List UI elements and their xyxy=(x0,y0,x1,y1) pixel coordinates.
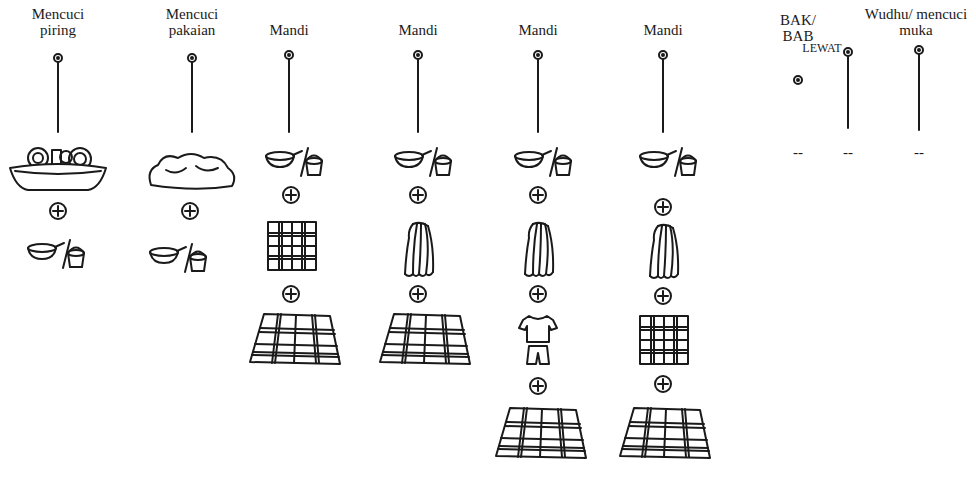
column-label: Wudhu/ mencuci muka xyxy=(864,6,968,38)
column-label: Mencuci piring xyxy=(20,6,96,38)
scoop-bucket-icon xyxy=(515,148,571,176)
dish-basin xyxy=(10,148,106,190)
mat-icon xyxy=(496,408,586,458)
scoop-bucket-icon xyxy=(28,240,84,268)
plus-symbol xyxy=(530,286,546,302)
clothing-icon xyxy=(519,316,557,364)
plus-symbol xyxy=(283,286,299,302)
plus-symbol xyxy=(410,286,426,302)
plus-symbol xyxy=(655,376,671,392)
towel-icon xyxy=(640,316,688,364)
plus-symbol xyxy=(182,203,198,219)
column-label: BAK/ BAB xyxy=(776,12,820,44)
mat-icon xyxy=(620,408,710,458)
scoop-bucket-icon xyxy=(266,148,322,176)
plus-symbol xyxy=(530,378,546,394)
scoop-bucket-icon xyxy=(150,244,206,272)
plus-symbol xyxy=(655,199,671,215)
towel-icon xyxy=(268,222,316,270)
plus-symbol xyxy=(530,187,546,203)
column-label: Mandi xyxy=(508,22,568,38)
hair-icon xyxy=(405,223,433,276)
mat-icon xyxy=(250,314,340,364)
scoop-bucket-icon xyxy=(640,148,696,176)
clothes-pile xyxy=(150,154,235,189)
empty-marker-text: -- xyxy=(833,144,863,160)
plus-symbol xyxy=(50,203,66,219)
column-label: LEWAT xyxy=(799,40,845,56)
plus-symbol xyxy=(410,187,426,203)
scoop-bucket-icon xyxy=(395,148,451,176)
marker-stems xyxy=(54,46,923,132)
mat-icon xyxy=(380,314,470,364)
hair-icon xyxy=(525,223,553,276)
column-label: Mandi xyxy=(259,22,319,38)
hair-icon xyxy=(650,225,678,278)
column-label: Mandi xyxy=(633,22,693,38)
empty-marker-text: -- xyxy=(783,144,813,160)
column-label: Mencuci pakaian xyxy=(152,6,232,38)
plus-symbol xyxy=(283,187,299,203)
empty-marker-text: -- xyxy=(904,144,934,160)
plus-symbol xyxy=(655,288,671,304)
column-label: Mandi xyxy=(388,22,448,38)
